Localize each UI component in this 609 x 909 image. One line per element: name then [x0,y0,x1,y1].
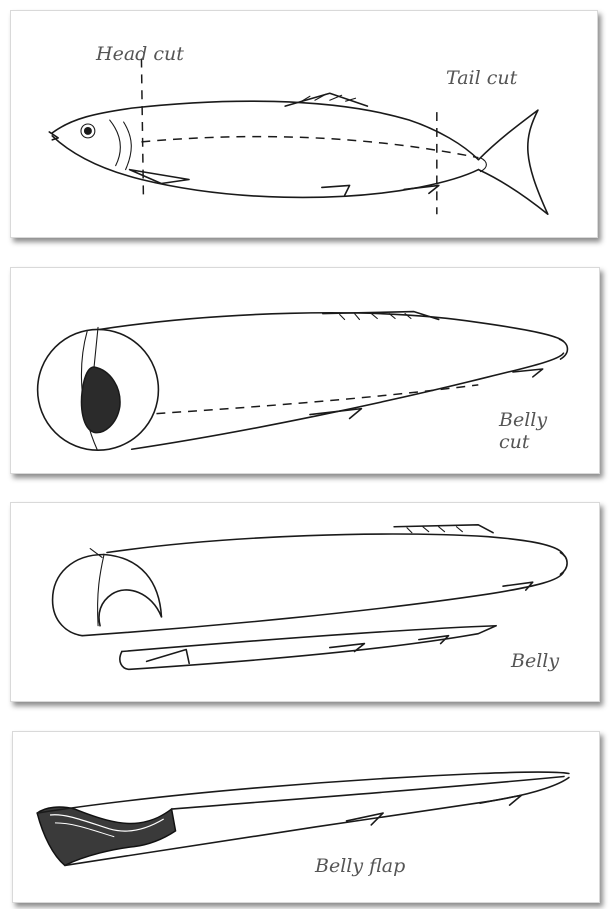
belly-flap-drawing [13,732,599,902]
belly-flap-panel: Belly flap [12,731,600,903]
belly-flap-label: Belly flap [315,856,405,877]
tail-cut-label: Tail cut [446,68,517,89]
belly-cut-label-line2: cut [499,432,530,453]
whole-fish-panel: Head cut Tail cut [10,10,598,238]
head-cut-label: Head cut [96,44,184,65]
belly-cut-panel: Belly cut [10,267,600,474]
belly-label: Belly [511,651,559,672]
belly-removed-panel: Belly [10,502,600,702]
belly-cut-label-line1: Belly [499,410,547,431]
